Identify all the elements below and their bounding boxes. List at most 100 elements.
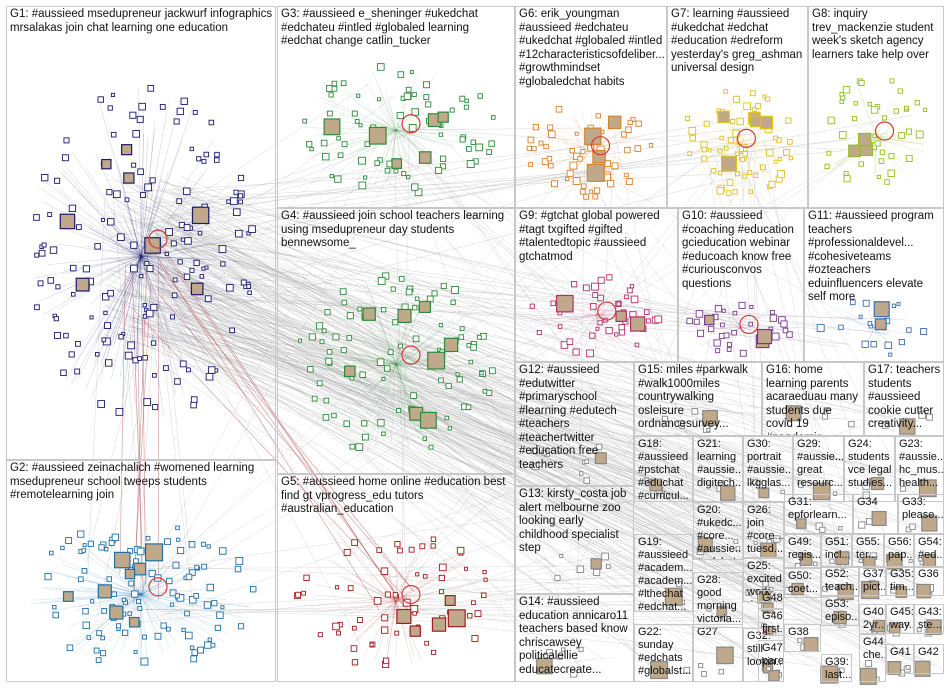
group-panel-g41: G41 [886,644,914,674]
group-panel-g23: G23: #aussie... hc_mus... health... [895,436,944,502]
group-label: G43: ste... [918,606,941,632]
group-panel-g44: G44: che... [859,634,886,682]
group-label: G29: #aussie... great resourc... [797,438,841,490]
group-panel-g19: G19: #aussieed #academ... #academ... #lt… [634,534,693,612]
group-label: G45: way... [890,606,911,632]
group-panel-g8: G8: inquiry trev_mackenzie student week'… [808,6,944,208]
group-panel-g13: G13: kirsty_costa job alert melbourne zo… [515,486,634,594]
group-panel-g2: G2: #aussieed zeinachalich #womened lear… [6,460,276,682]
group-panel-g12: G12: #aussieed #edutwitter #primaryschoo… [515,362,634,486]
group-panel-g49: G49: regis... [784,534,821,568]
group-panel-g3: G3: #aussieed e_sheninger #ukedchat #edc… [277,6,515,208]
group-label: G22: sunday #edchats #globalst... [638,626,690,678]
group-label: G55: ter... [856,536,881,562]
group-label: G30: portrait #aussie... lkgglas... [747,438,790,490]
group-label: G47: pare... [762,642,781,668]
group-panel-g39: G39: last... [821,654,852,682]
group-label: G35: tim... [890,568,911,594]
group-label: G7: learning #aussieed #ukedchat #edchat… [671,8,805,76]
group-label: G28: good morning victoria... [697,574,740,626]
group-panel-g29: G29: #aussie... great resourc... [793,436,844,502]
group-label: G49: regis... [788,536,818,562]
group-label: G42 [918,646,941,659]
group-panel-g55: G55: ter... [852,534,884,568]
group-label: G17: teachers students #aussieed cookie … [868,364,941,432]
group-panel-g46: G46: first... [758,608,784,636]
group-panel-g28: G28: good morning victoria... [693,572,743,628]
group-label: G11: #aussieed program teachers #profess… [808,210,941,305]
group-label: G37: pict... [863,568,883,594]
group-panel-g22: G22: sunday #edchats #globalst... [634,624,693,682]
group-panel-g20: G20: #ukedc... #core... #aussie... #edch… [693,502,743,560]
group-panel-g52: G52: teach... [821,566,859,596]
group-label: G6: erik_youngman #aussieed #edchateu #u… [519,8,664,89]
group-label: G19: #aussieed #academ... #academ... #lt… [638,536,690,612]
group-panel-g36: G36 [914,566,944,596]
group-label: G31: epforlearn... [788,496,850,522]
group-panel-g37: G37: pict... [859,566,886,596]
group-label: G9: #gtchat global powered #tagt txgifte… [519,210,675,264]
group-label: G48 [762,592,781,605]
group-label: G26: join #core... tuesd... [747,504,781,556]
group-panel-g48: G48 [758,590,784,610]
group-panel-g4: G4: #aussieed join school teachers learn… [277,208,515,474]
group-panel-g54: G54: #ed... [914,534,944,568]
group-panel-g14: G14: #aussieed education annicaro11 teac… [515,594,634,682]
group-label: G56: pap... [888,536,911,562]
group-label: G8: inquiry trev_mackenzie student week'… [812,8,941,62]
group-label: G1: #aussieed msedupreneur jackwurf info… [10,8,273,35]
group-panel-g42: G42 [914,644,944,674]
group-label: G51: incl... [825,536,849,562]
group-label: G54: #ed... [918,536,941,562]
group-label: G20: #ukedc... #core... #aussie... #edch… [697,504,740,560]
group-label: G21: learning #aussie... digitech... [697,438,740,490]
group-label: G2: #aussieed zeinachalich #womened lear… [10,462,273,503]
group-panel-g31: G31: epforlearn... [784,494,853,534]
group-panel-g10: G10: #aussieed #coaching #education gcie… [678,208,804,362]
group-panel-g33: G33: please... [898,494,944,534]
group-panel-g18: G18: #aussieed #pstchat #educhat #curric… [634,436,693,502]
group-label: G39: last... [825,656,849,682]
group-label: G5: #aussieed home online #education bes… [281,476,512,517]
group-panel-g1: G1: #aussieed msedupreneur jackwurf info… [6,6,276,460]
group-label: G38 [788,626,818,639]
group-label: G40: 2yr... [863,606,883,632]
group-panel-g35: G35: tim... [886,566,914,596]
group-label: G53: episo... [825,598,856,624]
group-panel-g24: G24: students vce legal studies... [844,436,895,502]
group-panel-g50: G50: coet... [784,568,821,598]
group-panel-g17: G17: teachers students #aussieed cookie … [864,362,944,436]
group-label: G18: #aussieed #pstchat #educhat #curric… [638,438,690,502]
group-label: G10: #aussieed #coaching #education gcie… [682,210,801,291]
group-label: G33: please... [902,496,941,522]
group-panel-g9: G9: #gtchat global powered #tagt txgifte… [515,208,678,362]
group-label: G24: students vce legal studies... [848,438,892,490]
group-panel-g43: G43: ste... [914,604,944,634]
group-panel-g47: G47: pare... [758,640,784,682]
group-label: G36 [918,568,941,581]
group-label: G3: #aussieed e_sheninger #ukedchat #edc… [281,8,512,49]
group-panel-g51: G51: incl... [821,534,852,568]
group-panel-g38: G38 [784,624,821,652]
group-label: G14: #aussieed education annicaro11 teac… [519,596,631,677]
group-panel-g26: G26: join #core... tuesd... [743,502,784,558]
group-label: G16: home learning parents acaraeduau ma… [766,364,861,436]
group-label: G50: coet... [788,570,818,596]
group-panel-g16: G16: home learning parents acaraeduau ma… [762,362,864,436]
group-label: G44: che... [863,636,883,662]
group-panel-g34: G34 [853,494,898,534]
group-panel-g45: G45: way... [886,604,914,634]
group-panel-g11: G11: #aussieed program teachers #profess… [804,208,944,362]
group-label: G13: kirsty_costa job alert melbourne zo… [519,488,631,556]
group-label: G15: miles #parkwalk #walk1000miles coun… [638,364,759,432]
group-panel-g27: G27 [693,624,743,682]
group-panel-g30: G30: portrait #aussie... lkgglas... [743,436,793,502]
group-panel-g7: G7: learning #aussieed #ukedchat #edchat… [667,6,808,208]
group-panel-g53: G53: episo... [821,596,859,626]
group-panel-g6: G6: erik_youngman #aussieed #edchateu #u… [515,6,667,208]
group-panel-g21: G21: learning #aussie... digitech... [693,436,743,502]
group-label: G46: first... [762,610,781,636]
group-label: G52: teach... [825,568,856,594]
group-label: G41 [890,646,911,659]
group-label: G4: #aussieed join school teachers learn… [281,210,512,251]
